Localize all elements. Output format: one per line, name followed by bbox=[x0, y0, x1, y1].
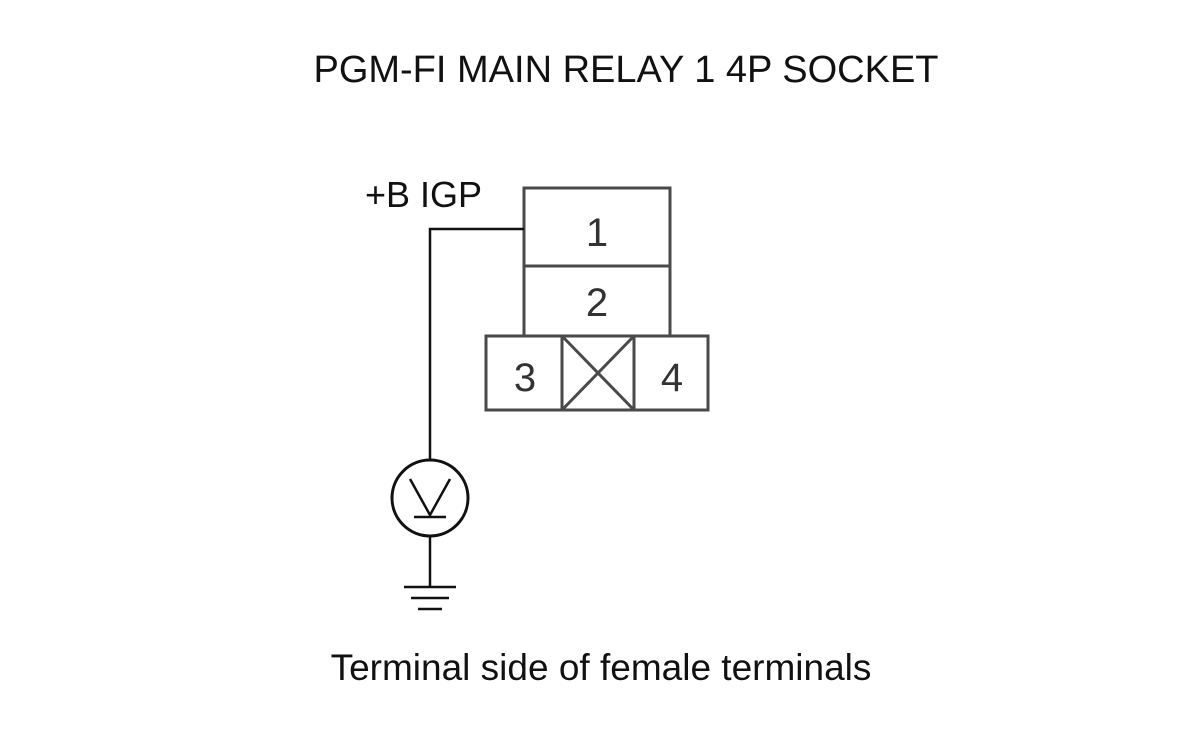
diagram-caption: Terminal side of female terminals bbox=[331, 647, 872, 688]
terminal-2-cavity bbox=[522, 264, 672, 338]
terminal-3-cavity bbox=[484, 334, 564, 412]
voltmeter-icon bbox=[390, 458, 470, 538]
terminal-4-number: 4 bbox=[661, 356, 683, 400]
blank-cavity-cross-b bbox=[560, 334, 636, 412]
terminal-1-number: 1 bbox=[586, 211, 608, 255]
diagram-title: PGM-FI MAIN RELAY 1 4P SOCKET bbox=[313, 49, 938, 91]
probe-wire bbox=[428, 227, 524, 460]
connector-socket: 1 2 3 4 bbox=[484, 186, 710, 412]
terminal-1-cavity bbox=[522, 186, 672, 268]
terminal-4-cavity bbox=[632, 334, 710, 412]
ground-icon bbox=[404, 585, 456, 611]
terminal-2-number: 2 bbox=[586, 281, 608, 325]
terminal-3-number: 3 bbox=[514, 356, 536, 400]
wire-label: +B IGP bbox=[365, 174, 482, 215]
